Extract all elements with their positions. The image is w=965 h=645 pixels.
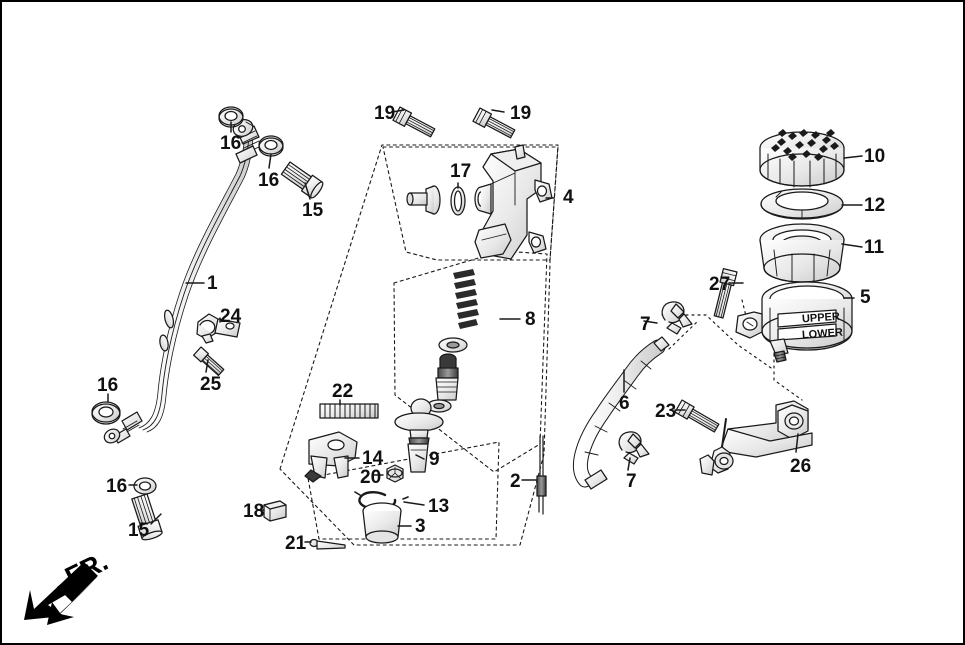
washer-d [133, 477, 157, 495]
callout-20: 20 [360, 467, 382, 488]
hose-upper-fitting [232, 119, 262, 164]
callout-4: 4 [563, 187, 574, 208]
part-26-mounting-bracket [699, 400, 813, 476]
part-20-lock-nut [386, 464, 404, 483]
hose-mid-clamps [159, 309, 175, 352]
callout-16-c: 16 [97, 375, 119, 396]
callout-15-lower: 15 [128, 520, 150, 541]
banjo-bolt-upper [280, 161, 324, 199]
assembly-guide-lines [661, 299, 803, 401]
part-7-hose-clamps [618, 301, 693, 465]
part-5-reservoir-tank [735, 281, 853, 363]
callout-5: 5 [860, 287, 871, 308]
part-12-diaphragm-plate [760, 188, 844, 220]
part-19-mounting-bolts [392, 106, 516, 139]
callout-2: 2 [510, 471, 521, 492]
banjo-bolt-lower [131, 493, 163, 541]
clamp-lower [618, 431, 650, 465]
callout-16-b: 16 [258, 170, 280, 191]
callout-14: 14 [362, 448, 384, 469]
callout-18: 18 [243, 501, 265, 522]
part-27-reservoir-bolt [713, 267, 738, 319]
callout-21: 21 [285, 533, 307, 554]
piston-stopper-plug [406, 185, 441, 215]
callout-8: 8 [525, 309, 536, 330]
callout-26: 26 [790, 456, 812, 477]
callout-19-right: 19 [510, 103, 532, 124]
part-6-reservoir-hose [572, 336, 670, 490]
part-17-o-ring [450, 186, 466, 216]
callout-15-upper: 15 [302, 200, 324, 221]
part-11-diaphragm [759, 223, 845, 283]
part-3-rubber-boot [362, 502, 402, 544]
callout-17: 17 [450, 161, 472, 182]
callout-22: 22 [332, 381, 354, 402]
part-18-spacer-block [263, 500, 287, 522]
callout-11: 11 [864, 237, 885, 258]
part-4-master-cylinder-body [474, 144, 553, 260]
callout-9: 9 [429, 449, 440, 470]
part-15-banjo-bolts [131, 161, 324, 541]
callout-13: 13 [428, 496, 450, 517]
callout-23: 23 [655, 401, 677, 422]
part-8-piston-seal-kit [426, 269, 479, 413]
washer-c [91, 401, 121, 425]
part-9-push-rod [394, 398, 444, 473]
part-25-guide-bolt [193, 346, 225, 377]
part-1-brake-hose [103, 119, 262, 444]
washer-b [258, 135, 284, 157]
callout-6: 6 [619, 393, 630, 414]
callout-3: 3 [415, 516, 426, 537]
callout-16-d: 16 [106, 476, 128, 497]
hose-lower-fitting [103, 411, 143, 444]
dashed-boundary-lower-3 [307, 441, 500, 540]
callout-19-left: 19 [374, 103, 396, 124]
callout-1: 1 [207, 273, 218, 294]
part-24-hose-guide [196, 313, 241, 344]
part-23-bracket-bolt [674, 399, 720, 433]
callout-27: 27 [709, 274, 731, 295]
callout-10: 10 [864, 146, 886, 167]
dashed-boundary-outer [279, 144, 559, 546]
callout-16-a: 16 [220, 133, 242, 154]
part-22-clip-strip [319, 403, 379, 419]
callout-24: 24 [220, 306, 242, 327]
callout-12: 12 [864, 195, 886, 216]
callout-25: 25 [200, 374, 222, 395]
callout-7-lower: 7 [626, 471, 637, 492]
dashed-boundary-cylinder-4 [382, 146, 559, 261]
callout-7-upper: 7 [640, 314, 651, 335]
return-spring [453, 269, 479, 329]
clamp-upper [661, 301, 693, 335]
part-10-reservoir-cap [759, 129, 845, 188]
part-21-split-pin [309, 538, 346, 550]
part-14-clevis-joint [304, 431, 358, 483]
leader-lines [107, 109, 863, 543]
part-2-cotter-pin [536, 435, 547, 515]
fr-direction-arrow [24, 562, 98, 625]
